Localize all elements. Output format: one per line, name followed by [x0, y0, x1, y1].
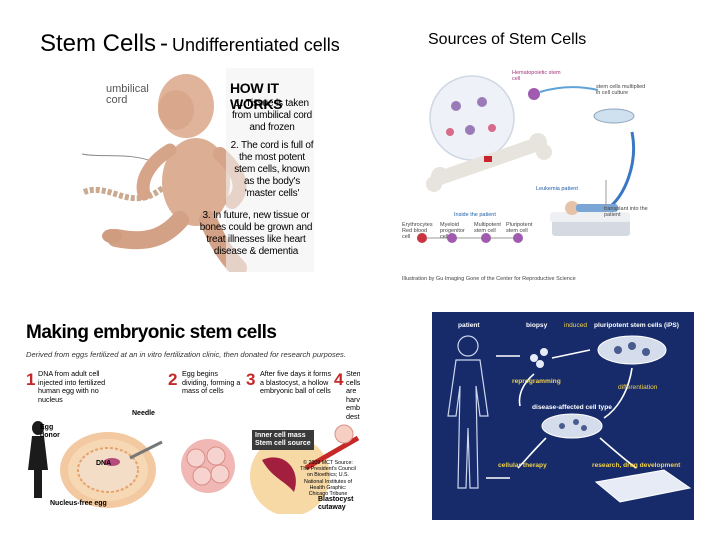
sources-title: Sources of Stem Cells	[428, 31, 586, 49]
inner-cell-mass-label: Inner cell mass	[255, 432, 311, 440]
dna-label: DNA	[96, 460, 111, 468]
embryo-step-4: Stem cells are harvested, embryo destroy…	[346, 370, 360, 421]
patient-label: patient	[458, 322, 480, 329]
leukemia-label: Leukemia patient	[536, 186, 596, 192]
step-3-text: 3. In future, new tissue or bones could …	[198, 210, 314, 258]
umbilical-label: umbilical cord	[106, 84, 149, 106]
umbilical-cord-figure: umbilical cord HOW IT WORKS 1. Tissue is…	[80, 62, 314, 272]
disease-cell-type-label: disease-affected cell type	[532, 404, 612, 411]
culture-label: stem cells multiplied in cell culture	[596, 84, 650, 96]
cell-label-4: Pluripotent stem cell	[506, 222, 536, 234]
hematopoietic-label: Hematopoietic stem cell	[512, 70, 564, 82]
cell-label-1: Erythrocytes Red blood cell	[402, 222, 432, 240]
nucleus-free-egg-label: Nucleus-free egg	[50, 500, 107, 508]
embryonic-stem-cells-figure: Making embryonic stem cells Derived from…	[22, 320, 360, 514]
needle-label: Needle	[132, 410, 155, 418]
differentiation-label: differentiation	[618, 384, 657, 391]
transplant-label: transplant into the patient	[604, 206, 650, 218]
illustration-credit: Illustration by Gu Imaging Gone of the C…	[402, 276, 650, 282]
ips-illustration	[432, 312, 694, 520]
cell-label-3: Multipotent stem cell	[474, 222, 502, 234]
ips-cells-figure: patient biopsy induced pluripotent stem …	[432, 312, 694, 520]
induced-label: induced	[564, 322, 587, 329]
slide-title: Stem Cells-Undifferentiated cells	[40, 30, 340, 58]
cell-label-2: Myeloid progenitor cell	[440, 222, 468, 240]
egg-donor-label: Egg donor	[40, 424, 72, 440]
inside-patient-label: Inside the patient	[454, 212, 514, 218]
cellular-therapy-label: cellular therapy	[498, 462, 547, 469]
research-label: research, drug development	[592, 462, 680, 469]
embryo-source-credit: © 2009 MCT Source: The President's Counc…	[300, 460, 356, 497]
pluripotent-label: pluripotent stem cells (iPS)	[594, 322, 679, 329]
step-1-text: 1. Tissue is taken from umbilical cord a…	[230, 98, 314, 134]
reprogramming-label: reprogramming	[512, 378, 561, 385]
title-subtitle: Undifferentiated cells	[172, 35, 340, 55]
inner-cell-mass-box: Inner cell mass Stem cell source	[252, 430, 314, 450]
title-dash: -	[160, 30, 168, 57]
step-2-text: 2. The cord is full of the most potent s…	[230, 140, 314, 200]
bone-marrow-diagram: Hematopoietic stem cell stem cells multi…	[400, 62, 650, 284]
blastocyst-label: Blastocyst cutaway	[318, 496, 358, 512]
stem-cell-source-label: Stem cell source	[255, 440, 311, 448]
cord-word: cord	[106, 95, 149, 106]
title-text: Stem Cells	[40, 30, 156, 57]
biopsy-label: biopsy	[526, 322, 547, 329]
